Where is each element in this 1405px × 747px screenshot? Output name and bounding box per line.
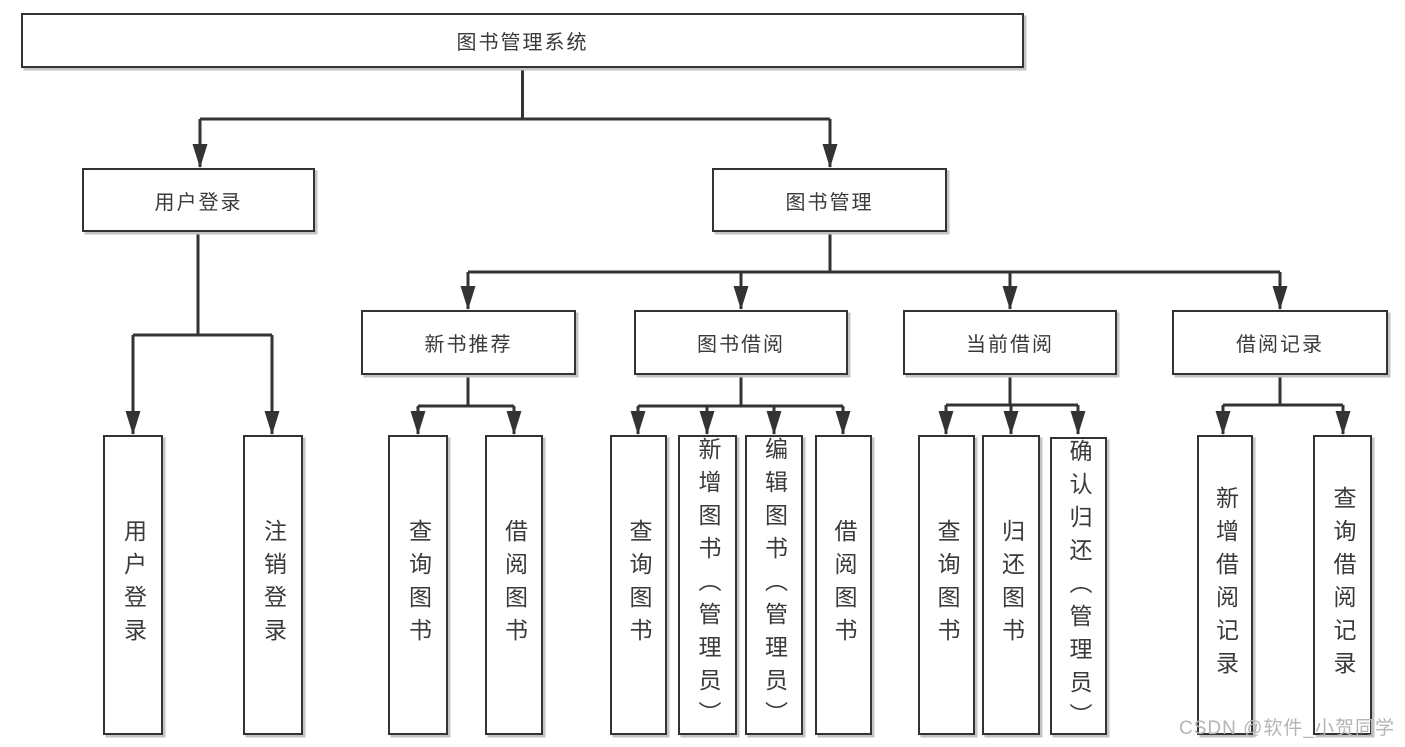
leaf-add-book-admin: 新增图书（管理员） — [678, 435, 737, 735]
connector-borrow-records — [1215, 375, 1351, 435]
leaf-borrow-books-borrow: 借阅图书 — [815, 435, 872, 735]
node-current-borrow: 当前借阅 — [903, 310, 1117, 375]
node-root-system: 图书管理系统 — [21, 13, 1024, 68]
leaf-query-books-borrow: 查询图书 — [610, 435, 667, 735]
leaf-query-books-recommend: 查询图书 — [388, 435, 448, 735]
connector-user-login — [125, 232, 280, 435]
node-new-book-recommend: 新书推荐 — [361, 310, 576, 375]
leaf-logout: 注销登录 — [243, 435, 303, 735]
csdn-watermark: CSDN @软件_小贺同学 — [1179, 718, 1395, 739]
leaf-borrow-books-recommend: 借阅图书 — [485, 435, 543, 735]
node-book-borrow: 图书借阅 — [634, 310, 848, 375]
leaf-user-login: 用户登录 — [103, 435, 163, 735]
node-user-login: 用户登录 — [82, 168, 315, 232]
leaf-return-books: 归还图书 — [982, 435, 1040, 735]
connector-current-borrow — [938, 375, 1086, 435]
connector-new-book-recommend — [410, 375, 522, 435]
connector-book-borrow — [630, 375, 851, 435]
node-book-management: 图书管理 — [712, 168, 947, 232]
leaf-edit-book-admin: 编辑图书（管理员） — [745, 435, 803, 735]
connector-book-management — [460, 232, 1288, 310]
leaf-add-borrow-record: 新增借阅记录 — [1197, 435, 1253, 735]
connector-root — [192, 68, 838, 168]
leaf-confirm-return-admin: 确认归还（管理员） — [1050, 437, 1107, 736]
leaf-query-borrow-record: 查询借阅记录 — [1313, 435, 1372, 735]
node-borrow-records: 借阅记录 — [1172, 310, 1388, 375]
leaf-query-books-current: 查询图书 — [918, 435, 975, 735]
